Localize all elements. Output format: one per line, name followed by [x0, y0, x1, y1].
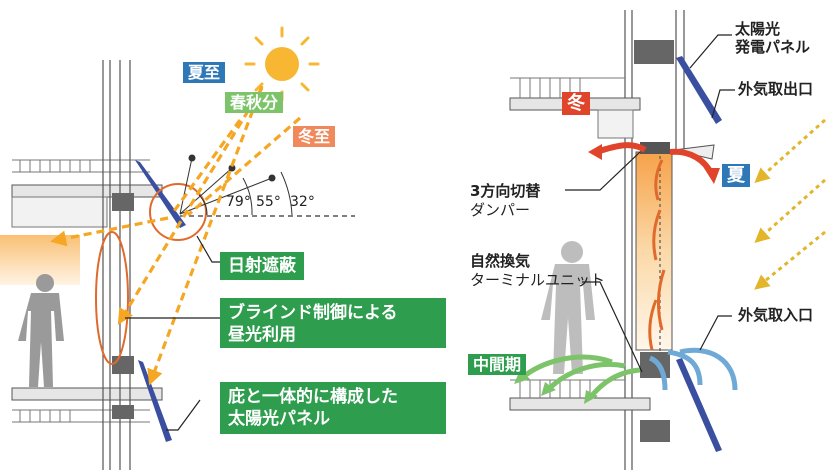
eave-pv-label: 庇と一体的に構成した 太陽光パネル [220, 382, 446, 434]
blind-label: ブラインド制御による 昼光利用 [220, 298, 446, 348]
left-section [0, 26, 355, 470]
mid-arrowhead-1 [584, 390, 598, 404]
winter-exhaust-arrow [595, 142, 647, 155]
angle-summer: 79° [226, 194, 251, 210]
damper-label-line2: ダンパー [470, 201, 531, 219]
solar-panel-label: 太陽光 発電パネル [735, 22, 810, 55]
damper-label-line1: 3方向切替 [470, 182, 541, 200]
top-pv-panel [676, 56, 722, 124]
blind-ellipse [95, 231, 129, 365]
mid-arrowhead-2 [541, 382, 556, 396]
bottom-pv-panel [676, 358, 722, 452]
shading-circle [149, 183, 207, 241]
mid-season-tag: 中間期 [468, 354, 527, 375]
summer-solstice-tag: 夏至 [183, 62, 226, 83]
lower-slab [11, 387, 163, 401]
angle-winter: 32° [290, 194, 315, 210]
sun-rays [50, 85, 302, 386]
intake-arrows [648, 347, 738, 391]
left-mullions [102, 60, 131, 470]
upper-slab [11, 184, 163, 198]
person-silhouette-left [18, 274, 64, 387]
mid-arrowhead-3 [514, 370, 530, 384]
bottom-node [112, 405, 134, 419]
winter-arrowhead [588, 144, 602, 160]
damper-label: 3方向切替 ダンパー [470, 184, 540, 218]
shaft-flow-arrows [648, 159, 666, 351]
summer-arrowhead [704, 168, 720, 184]
angle-lines [179, 157, 293, 216]
sun-icon [244, 26, 320, 102]
right-sun-rays [754, 118, 826, 290]
summer-tag: 夏 [722, 164, 750, 187]
winter-solstice-tag: 冬至 [293, 126, 336, 147]
vent-terminal-label-line2: ターミナルユニット [470, 271, 606, 289]
shading-label: 日射遮蔽 [220, 252, 304, 280]
winter-tag: 冬 [562, 92, 590, 115]
upper-railing-right [510, 77, 625, 98]
leader-lines [565, 34, 735, 373]
angle-dot-winter [268, 174, 276, 182]
bottom-node-right [640, 420, 670, 442]
angle-dot-equinox [228, 164, 236, 172]
upper-pv-panel [135, 160, 186, 228]
lower-node [112, 356, 134, 374]
blind-label-line2: 昼光利用 [228, 325, 296, 345]
eave-pv-label-line2: 太陽光パネル [228, 409, 330, 429]
angle-dot-summer [188, 154, 196, 162]
ventilation-shaft [635, 151, 673, 351]
lower-pv-panel [138, 360, 172, 442]
solar-panel-label-line1: 太陽光 [735, 20, 781, 38]
vent-terminal-label: 自然換気 ターミナルユニット [470, 254, 605, 288]
upper-railing [12, 159, 150, 173]
ceiling-line [11, 196, 108, 228]
air-inlet-label: 外気取入口 [738, 306, 814, 324]
right-section [509, 10, 826, 470]
ceiling-right [597, 109, 634, 139]
vent-terminal-label-line1: 自然換気 [470, 252, 531, 270]
solar-panel-label-line2: 発電パネル [735, 38, 811, 56]
lower-slab-right [509, 397, 651, 411]
top-node-right [634, 40, 674, 64]
damper-node [640, 142, 670, 154]
air-outlet-label: 外気取出口 [738, 80, 814, 98]
angle-equinox: 55° [256, 194, 281, 210]
person-silhouette-right [541, 241, 595, 374]
equinox-tag: 春秋分 [225, 92, 284, 113]
upper-node [112, 193, 134, 211]
blind-label-line1: ブラインド制御による [228, 303, 398, 323]
left-leader-lines [125, 235, 220, 431]
eave-pv-label-line1: 庇と一体的に構成した [228, 387, 398, 407]
